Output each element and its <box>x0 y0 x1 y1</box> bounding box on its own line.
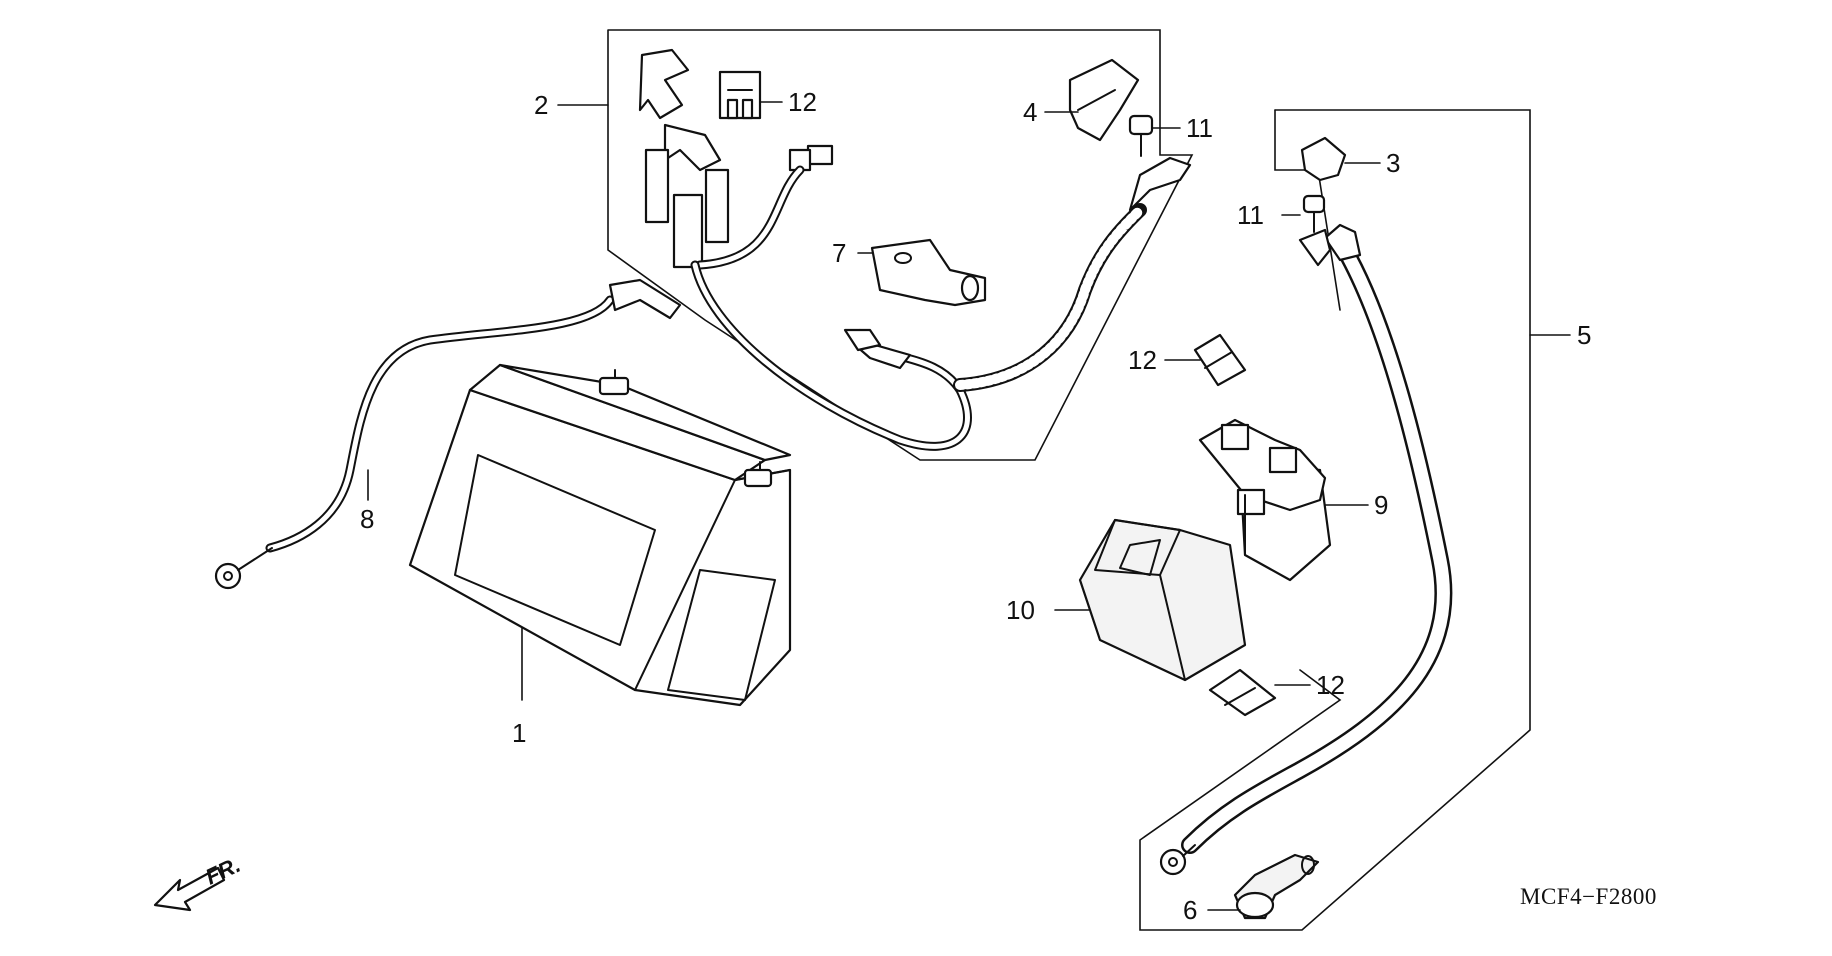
starter-cable <box>1159 223 1453 876</box>
relay-rubber-mount <box>1078 518 1247 682</box>
relay-harness <box>638 48 1192 451</box>
starter-relay <box>1198 418 1332 582</box>
callout-12-top: 12 <box>788 87 817 117</box>
fuse-top <box>718 70 762 120</box>
callout-8: 8 <box>360 504 374 534</box>
battery <box>408 363 792 707</box>
callout-11-upper: 11 <box>1186 113 1213 143</box>
callout-6: 6 <box>1183 895 1197 925</box>
callout-7: 7 <box>832 238 846 268</box>
connector-cover <box>870 238 987 307</box>
callout-5: 5 <box>1577 320 1591 350</box>
callout-12-middle: 12 <box>1128 345 1157 375</box>
leader-lines <box>367 101 1571 911</box>
front-direction-arrow-icon <box>153 866 226 912</box>
diagram-code: MCF4−F2800 <box>1520 884 1657 909</box>
fuse-middle <box>1193 333 1247 387</box>
callout-12-bottom: 12 <box>1316 670 1345 700</box>
terminal-cover-large <box>1068 58 1140 142</box>
bolt-lower <box>1302 194 1326 233</box>
callout-3: 3 <box>1386 148 1400 178</box>
callout-4: 4 <box>1023 97 1037 127</box>
callout-1: 1 <box>512 718 526 748</box>
harness-group-outline <box>607 29 1194 461</box>
terminal-cover-small <box>1300 136 1347 182</box>
callout-11-lower: 11 <box>1237 200 1264 230</box>
boot-cap <box>1233 853 1320 920</box>
fuse-bottom <box>1208 668 1277 717</box>
callout-9: 9 <box>1374 490 1388 520</box>
callout-10: 10 <box>1006 595 1035 625</box>
battery-ground-cable <box>214 278 682 590</box>
callout-2: 2 <box>534 90 548 120</box>
bolt-upper <box>1128 114 1154 157</box>
